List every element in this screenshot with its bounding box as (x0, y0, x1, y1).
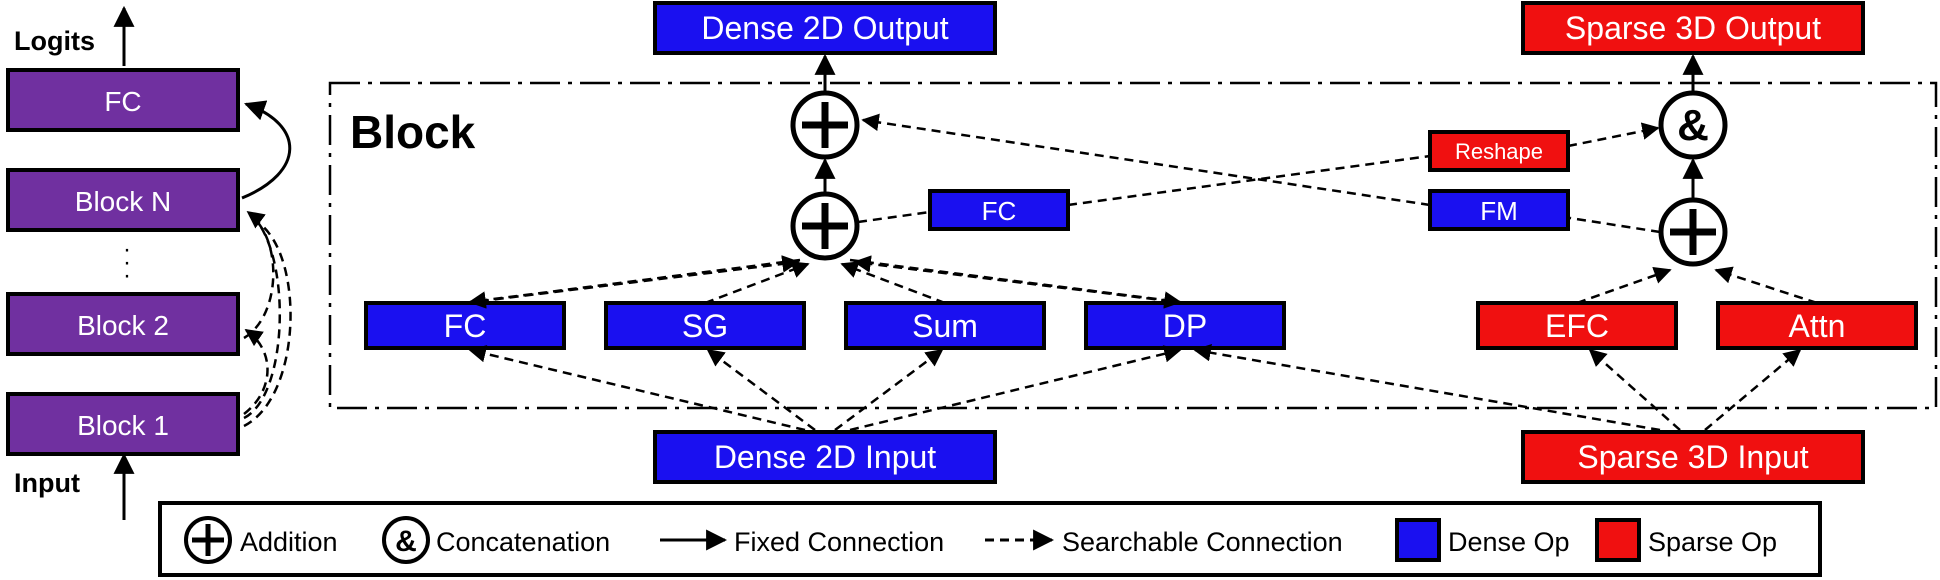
stack-fc-box (6, 68, 240, 132)
op-fc-mid-label: FC (982, 196, 1017, 226)
stack-fc-label: FC (104, 86, 141, 117)
sparse-3d-input-label: Sparse 3D Input (1577, 439, 1808, 475)
stack-block-1-box (6, 392, 240, 456)
block2-to-blockn-arrow (243, 213, 275, 340)
sparse-op-swatch (1595, 518, 1641, 562)
sg-to-add-arrow (704, 261, 810, 305)
op-efc-box (1476, 301, 1678, 350)
op-efc-label: EFC (1545, 308, 1609, 344)
stack-block-2-box (6, 292, 240, 356)
op-fc-label: FC (444, 308, 487, 344)
logits-label: Logits (14, 26, 95, 56)
efc-to-sparse-add-arrow (1576, 267, 1672, 305)
add-to-dp-arrow (849, 258, 1182, 309)
legend-concatenation-label: Concatenation (436, 527, 610, 557)
dense-input-to-dp-arrow (849, 345, 1182, 432)
searchable-connections (464, 113, 1818, 432)
legend-searchable-label: Searchable Connection (1062, 527, 1343, 557)
amp-icon: & (395, 525, 417, 558)
dense-op-swatch (1395, 518, 1441, 562)
op-dp-label: DP (1163, 308, 1207, 344)
dense-2d-output-label: Dense 2D Output (701, 10, 948, 46)
dense-2d-input-label: Dense 2D Input (714, 439, 936, 475)
legend-sparse-op-label: Sparse Op (1648, 527, 1777, 557)
block-title: Block (350, 106, 476, 158)
dense-2d-input-box (653, 430, 997, 484)
concatenation-icon (382, 516, 430, 564)
add-to-fc-arrow (468, 258, 801, 309)
stack-block-n-box (6, 168, 240, 232)
stack-dots: · (123, 236, 131, 263)
attn-to-sparse-add-arrow (1714, 266, 1818, 305)
op-fc-box (364, 301, 566, 350)
dense-input-to-sg-arrow (706, 348, 816, 432)
op-sg-box (604, 301, 806, 350)
legend-dense-op-label: Dense Op (1448, 527, 1570, 557)
input-label: Input (14, 468, 80, 498)
op-fm-label: FM (1480, 196, 1518, 226)
sparse-input-to-attn-arrow (1704, 348, 1802, 431)
block1-to-blockn-arrow-2 (243, 216, 292, 428)
op-attn-box (1716, 301, 1918, 350)
op-fm-box (1428, 189, 1570, 231)
stack: Input Logits FC Block N · · · Block 2 Bl… (6, 5, 292, 520)
dense-input-to-sum-arrow (834, 348, 944, 432)
fm-to-dense-add-arrow (861, 113, 1431, 207)
dense-2d-output-box (653, 1, 997, 55)
sparse-3d-input-box (1521, 430, 1865, 484)
sparse-input-to-dp-arrow (1193, 344, 1661, 432)
op-fc-mid-box (928, 189, 1070, 231)
sparse-3d-output-label: Sparse 3D Output (1565, 10, 1821, 46)
block1-to-block2-arrow (243, 328, 269, 415)
legend-addition-label: Addition (240, 527, 338, 557)
stack-dots: · (123, 249, 131, 276)
op-attn-label: Attn (1789, 308, 1846, 344)
op-reshape-box (1428, 130, 1570, 172)
op-sg-label: SG (682, 308, 728, 344)
stack-block-2-label: Block 2 (77, 310, 169, 341)
stack-dots: · (123, 262, 131, 289)
block1-to-blockn-arrow (243, 210, 282, 420)
sparse-3d-output-box (1521, 1, 1865, 55)
amp-icon: & (1677, 101, 1709, 150)
block-frame (328, 81, 1938, 410)
sparse-input-to-efc-arrow (1588, 348, 1681, 431)
blockn-to-fc-arrow (241, 100, 292, 200)
reshape-to-concat-arrow (1567, 122, 1660, 148)
stack-block-n-label: Block N (75, 186, 171, 217)
op-sum-label: Sum (912, 308, 978, 344)
op-reshape-label: Reshape (1455, 139, 1543, 164)
dense-input-to-fc-arrow (468, 345, 806, 432)
legend-fixed-label: Fixed Connection (734, 527, 944, 557)
stack-block-1-label: Block 1 (77, 410, 169, 441)
